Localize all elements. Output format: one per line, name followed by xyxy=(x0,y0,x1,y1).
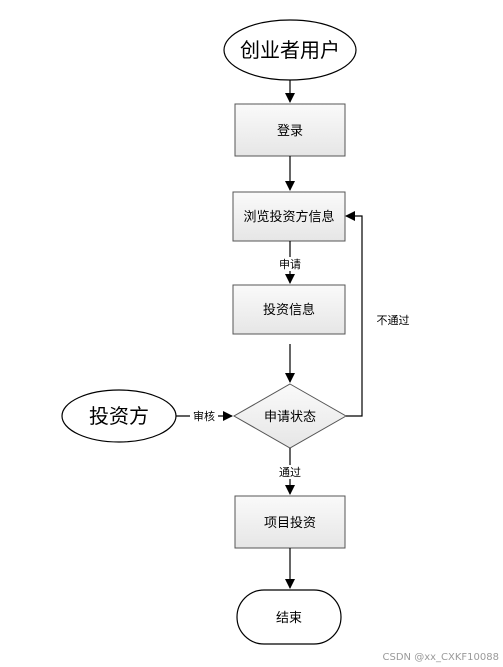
invest-info-node: 投资信息 xyxy=(232,284,346,335)
edge-label-bg xyxy=(190,409,218,423)
investor-node-label: 投资方 xyxy=(89,404,149,428)
status-decision: 申请状态 xyxy=(232,383,348,449)
edge-label-bg xyxy=(276,257,304,271)
end-node-label: 结束 xyxy=(276,611,302,626)
edge-label-not-pass: 不通过 xyxy=(377,314,410,327)
investor-node: 投资方 xyxy=(61,389,177,443)
invest-info-node-label: 投资信息 xyxy=(263,302,315,318)
browse-node-label: 浏览投资方信息 xyxy=(243,209,334,225)
start-node-label: 创业者用户 xyxy=(240,38,340,62)
edge-status-browse-loop xyxy=(345,211,363,417)
login-node: 登录 xyxy=(234,103,346,157)
login-node-label: 登录 xyxy=(277,124,303,139)
start-node: 创业者用户 xyxy=(223,19,357,81)
edge-label-pass: 通过 xyxy=(279,466,301,479)
edge-label-apply: 申请 xyxy=(279,258,301,271)
browse-node: 浏览投资方信息 xyxy=(232,191,346,242)
project-node-label: 项目投资 xyxy=(264,515,316,531)
status-decision-label: 申请状态 xyxy=(264,410,316,425)
edge-label-review: 审核 xyxy=(193,409,215,423)
watermark: CSDN @xx_CXKF10088 xyxy=(383,652,499,663)
end-node: 结束 xyxy=(236,589,342,645)
project-node: 项目投资 xyxy=(234,495,346,549)
edge-label-bg xyxy=(276,465,304,479)
